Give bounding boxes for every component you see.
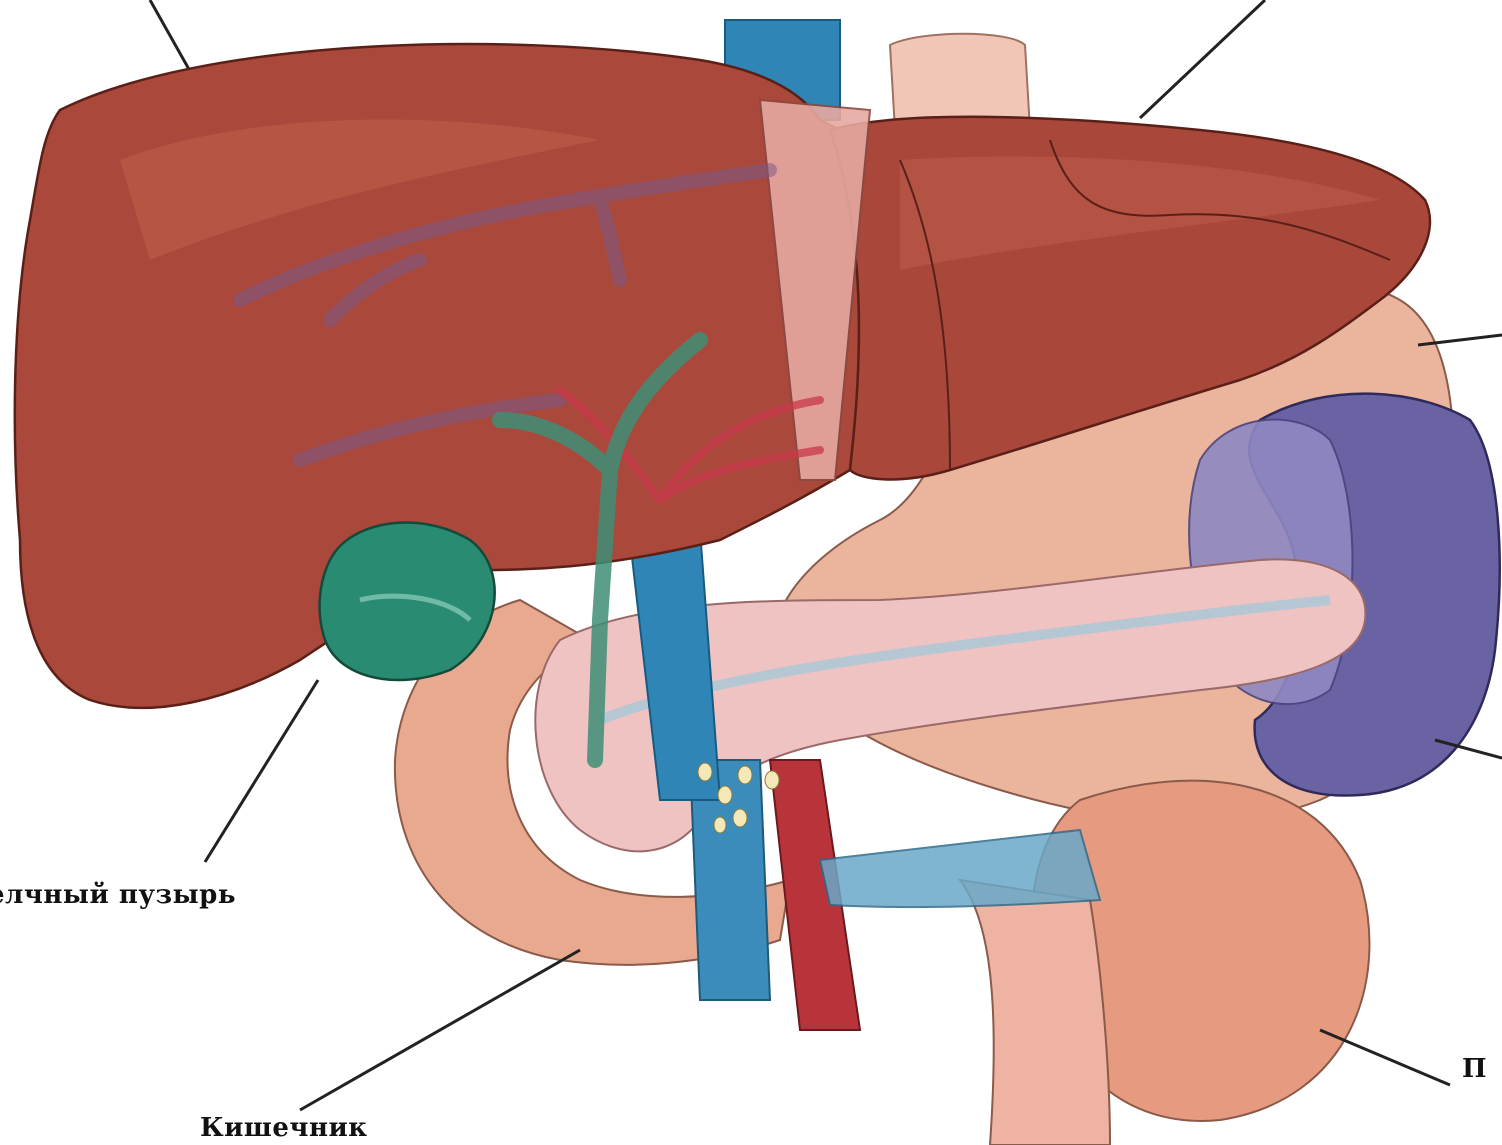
leader-line-gallbladder: [205, 680, 318, 862]
leader-line-intestine: [300, 950, 580, 1110]
leader-line-top-right: [1140, 0, 1265, 118]
mesenteric-vein: [820, 830, 1100, 907]
leader-line-right-bottom: [1320, 1030, 1450, 1085]
label-gallbladder: елчный пузырь: [0, 880, 236, 910]
intestine-tube: [960, 880, 1110, 1145]
gallbladder: [320, 523, 495, 680]
esophagus: [890, 34, 1030, 130]
label-right-partial: П: [1462, 1054, 1487, 1084]
label-intestine: Кишечник: [200, 1113, 368, 1143]
